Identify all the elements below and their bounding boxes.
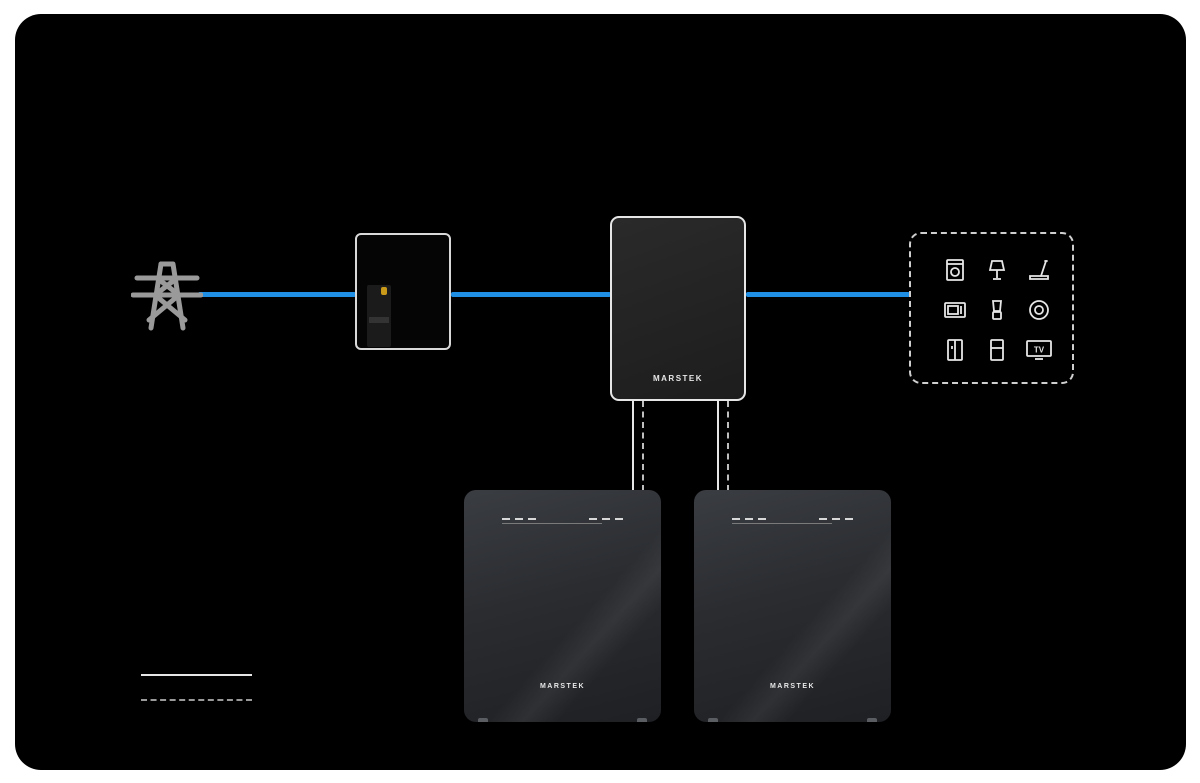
- smart-meter-box: [355, 233, 451, 350]
- tv-icon: TV: [1026, 340, 1052, 360]
- treadmill-icon: [1029, 260, 1049, 280]
- battery2-comm-line: [727, 401, 729, 491]
- freezer-icon: [990, 339, 1004, 361]
- battery-unit-2: MARSTEK: [694, 490, 891, 722]
- battery1-power-line: [632, 401, 634, 491]
- battery-status-leds: [502, 518, 623, 524]
- robot-vacuum-icon: [1029, 300, 1049, 320]
- inverter-to-loads-line: [746, 292, 910, 297]
- meter-to-inverter-line: [451, 292, 611, 297]
- battery-unit-1: MARSTEK: [464, 490, 661, 722]
- battery-2-brand: MARSTEK: [769, 683, 816, 690]
- meter-terminal: [369, 317, 389, 323]
- grid-to-meter-line: [198, 292, 356, 297]
- battery-status-leds: [732, 518, 853, 524]
- inverter-unit: MARSTEK: [610, 216, 746, 401]
- system-diagram-panel: MARSTEK MARSTEK MARSTEK: [15, 14, 1186, 770]
- fridge-icon: [947, 339, 963, 361]
- legend-solid-line: [141, 674, 252, 676]
- power-tower-icon: [131, 261, 203, 331]
- household-loads-box: TV: [909, 232, 1074, 384]
- meter-status-led: [381, 287, 387, 295]
- blender-icon: [992, 300, 1002, 320]
- lamp-icon: [988, 260, 1006, 280]
- washing-machine-icon: [946, 259, 964, 281]
- battery1-comm-line: [642, 401, 644, 491]
- battery-1-brand: MARSTEK: [539, 683, 586, 690]
- legend-dashed-line: [141, 699, 252, 701]
- microwave-icon: [944, 302, 966, 318]
- battery2-power-line: [717, 401, 719, 491]
- inverter-brand: MARSTEK: [652, 374, 704, 383]
- tv-label: TV: [1034, 346, 1045, 355]
- smart-meter-icon: [367, 285, 391, 347]
